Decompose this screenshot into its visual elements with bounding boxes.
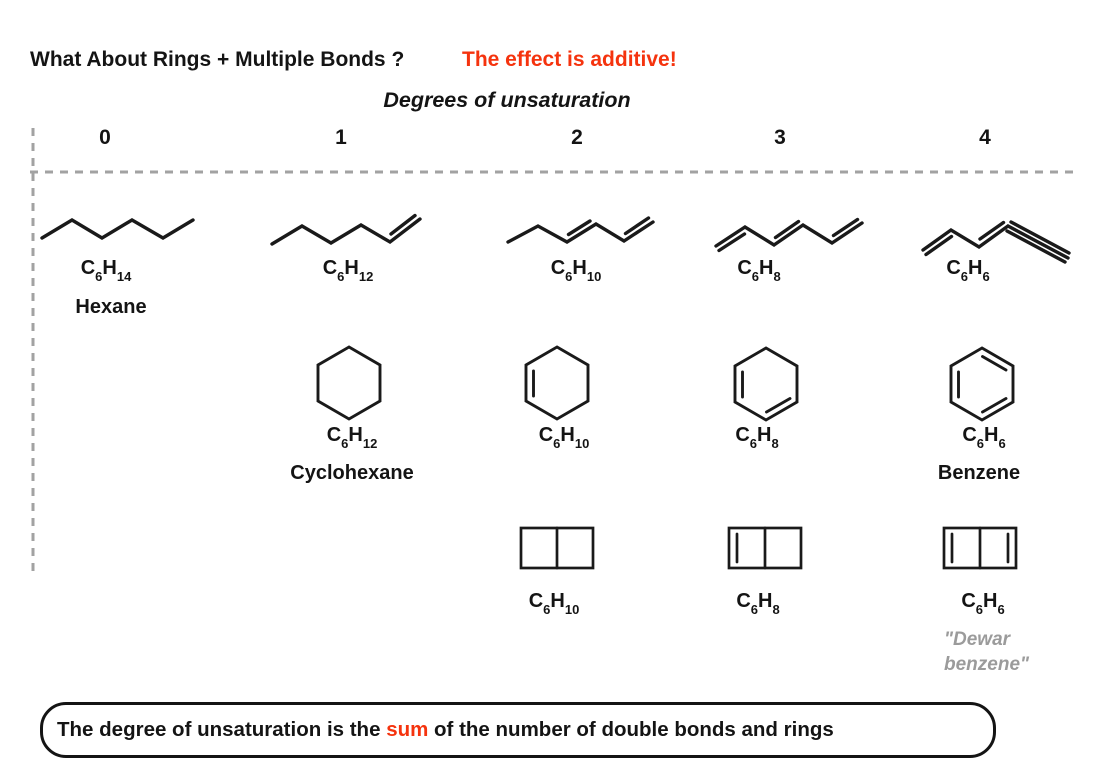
formula-label: C6H10 (550, 257, 602, 284)
degree-2-label: 2 (571, 126, 583, 149)
summary-callout-box: The degree of unsaturation is the sum of… (40, 702, 996, 758)
hexatriene-structure (714, 217, 864, 253)
summary-text: The degree of unsaturation is the sum of… (57, 718, 834, 742)
formula-label: C6H14 (80, 257, 132, 284)
molecule-name-dewar-benzene: "Dewar benzene" (944, 629, 1030, 676)
axis-label: Degrees of unsaturation (383, 88, 631, 112)
hexane-structure (40, 218, 195, 240)
dewar-benzene-structure (942, 526, 1018, 570)
benzene-structure (949, 346, 1015, 422)
degree-4-label: 4 (979, 126, 991, 149)
page-title: What About Rings + Multiple Bonds ? (30, 48, 405, 71)
summary-text-post: of the number of double bonds and rings (428, 718, 834, 741)
molecule-name-hexane: Hexane (75, 296, 147, 318)
formula-label: C6H12 (326, 424, 378, 451)
formula-label: C6H6 (962, 424, 1006, 451)
bicyclohexane-structure (519, 526, 595, 570)
hexene-structure (270, 213, 422, 246)
molecule-name-benzene: Benzene (937, 462, 1021, 484)
dienyne-structure (921, 220, 1071, 264)
formula-label: C6H6 (946, 257, 990, 284)
degree-0-label: 0 (99, 126, 111, 149)
cyclohexadiene-structure (733, 346, 799, 422)
formula-label: C6H8 (736, 590, 780, 617)
summary-text-emphasis: sum (386, 718, 429, 741)
page-title-emphasis: The effect is additive! (462, 48, 677, 71)
degree-3-label: 3 (774, 126, 786, 149)
bicyclohexene-structure (727, 526, 803, 570)
cyclohexene-structure (524, 345, 590, 421)
degree-1-label: 1 (335, 126, 347, 149)
formula-label: C6H6 (961, 590, 1005, 617)
formula-label: C6H8 (735, 424, 779, 451)
formula-label: C6H12 (322, 257, 374, 284)
hexadiene-structure (506, 216, 655, 244)
summary-text-pre: The degree of unsaturation is the (57, 718, 387, 741)
formula-label: C6H8 (737, 257, 781, 284)
formula-label: C6H10 (538, 424, 590, 451)
molecule-name-cyclohexane: Cyclohexane (290, 462, 414, 484)
formula-label: C6H10 (528, 590, 580, 617)
cyclohexane-structure (316, 345, 382, 421)
